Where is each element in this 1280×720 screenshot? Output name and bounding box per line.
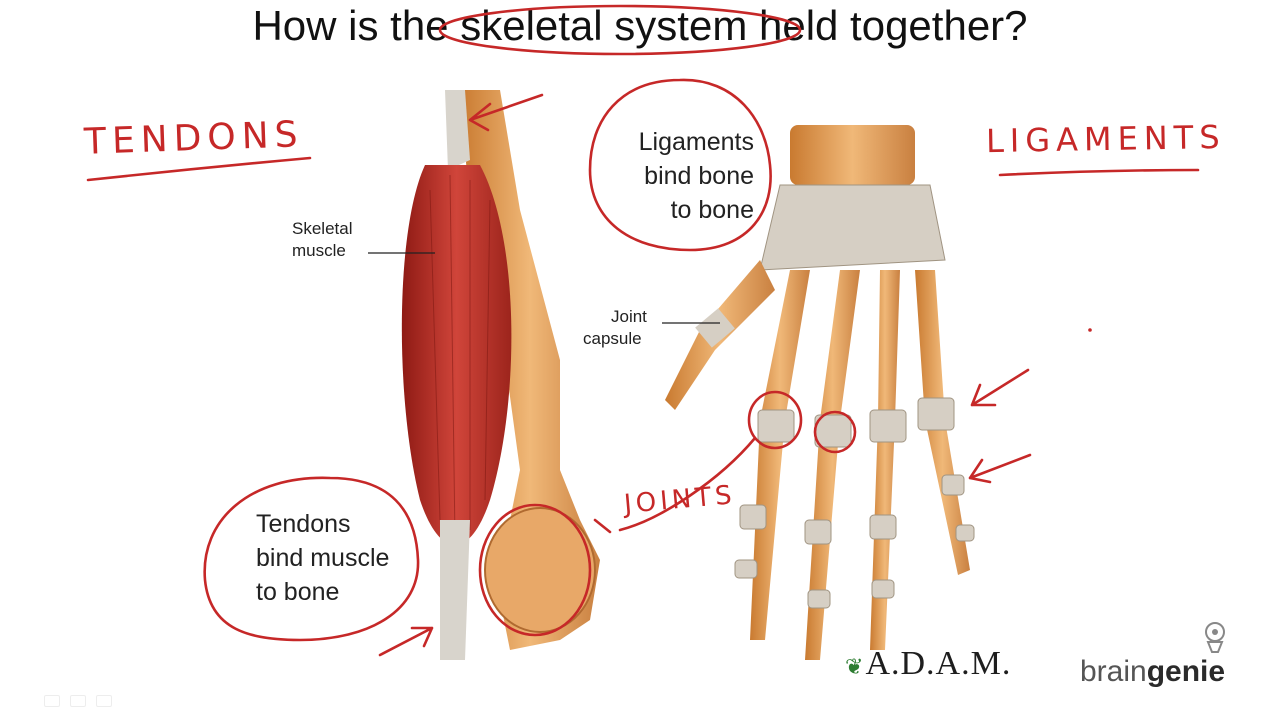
tendons-underline: [86, 156, 312, 182]
ligaments-callout-line-3: to bone: [670, 196, 754, 224]
ligaments-callout: Ligaments bind bone to bone: [616, 125, 754, 227]
finger-joint-circle-1: [747, 390, 803, 450]
elbow-joint-circle: [478, 503, 592, 637]
adam-leaf-icon: ❦: [845, 654, 864, 679]
right-arrow-2: [968, 453, 1032, 484]
tendons-annotation: TENDONS: [83, 114, 305, 163]
adam-logo-text: A.D.A.M.: [865, 645, 1012, 682]
ligaments-underline: [998, 168, 1200, 177]
tendons-callout-line-2: bind muscle: [256, 544, 390, 572]
skeletal-muscle-label-line-2: muscle: [292, 241, 346, 260]
joint-capsule-label-line-1: Joint: [611, 307, 647, 326]
slide-title: How is the skeletal system held together…: [252, 2, 1028, 49]
next-slide-icon[interactable]: [96, 695, 112, 707]
muscle-fibers: [429, 174, 491, 541]
skeletal-muscle-label: Skeletal muscle: [292, 218, 352, 262]
tendons-callout-line-3: to bone: [256, 578, 340, 606]
braingenie-logo-bold: genie: [1146, 655, 1226, 688]
joint-capsule-label-line-2: capsule: [583, 329, 642, 348]
lower-tendon-arrow: [378, 626, 434, 657]
pen-dot: [1088, 328, 1092, 332]
upper-tendon-arrow: [468, 93, 544, 132]
wrist-ligaments: [759, 184, 946, 271]
forearm-bones: [790, 125, 915, 185]
braingenie-logo: braingenie: [1080, 655, 1225, 689]
finger-joint-circle-2: [813, 410, 857, 454]
ligaments-callout-line-1: Ligaments: [638, 128, 754, 156]
ligaments-annotation: LIGAMENTS: [985, 117, 1226, 161]
braingenie-logo-light: brain: [1080, 655, 1147, 688]
thumb-joint-capsule: [695, 308, 735, 348]
menu-icon[interactable]: [70, 695, 86, 707]
elbow-joint: [484, 507, 596, 633]
tendons-callout: Tendons bind muscle to bone: [256, 507, 389, 609]
lower-tendon: [440, 520, 470, 660]
joint-capsule-label: Joint capsule: [583, 306, 647, 350]
upper-tendon: [445, 90, 470, 170]
presentation-toolbar[interactable]: [44, 694, 122, 712]
ligaments-callout-line-2: bind bone: [644, 162, 754, 190]
joints-tick: [593, 518, 612, 534]
pen-tool-icon[interactable]: [44, 695, 60, 707]
finger-joint-capsules: [734, 397, 975, 609]
adam-logo: ❦A.D.A.M.: [845, 645, 1011, 683]
skeletal-muscle-label-line-1: Skeletal: [292, 219, 353, 238]
right-arrow-1: [970, 368, 1030, 407]
ligaments-callout-circle: [588, 78, 772, 252]
tendons-callout-circle: [203, 476, 420, 642]
braingenie-lamp-icon: [1198, 620, 1232, 661]
tendons-callout-line-1: Tendons: [256, 510, 351, 538]
title-highlight-ellipse: [438, 4, 802, 56]
skeletal-muscle: [401, 165, 512, 545]
joints-connector-line: [618, 436, 757, 532]
